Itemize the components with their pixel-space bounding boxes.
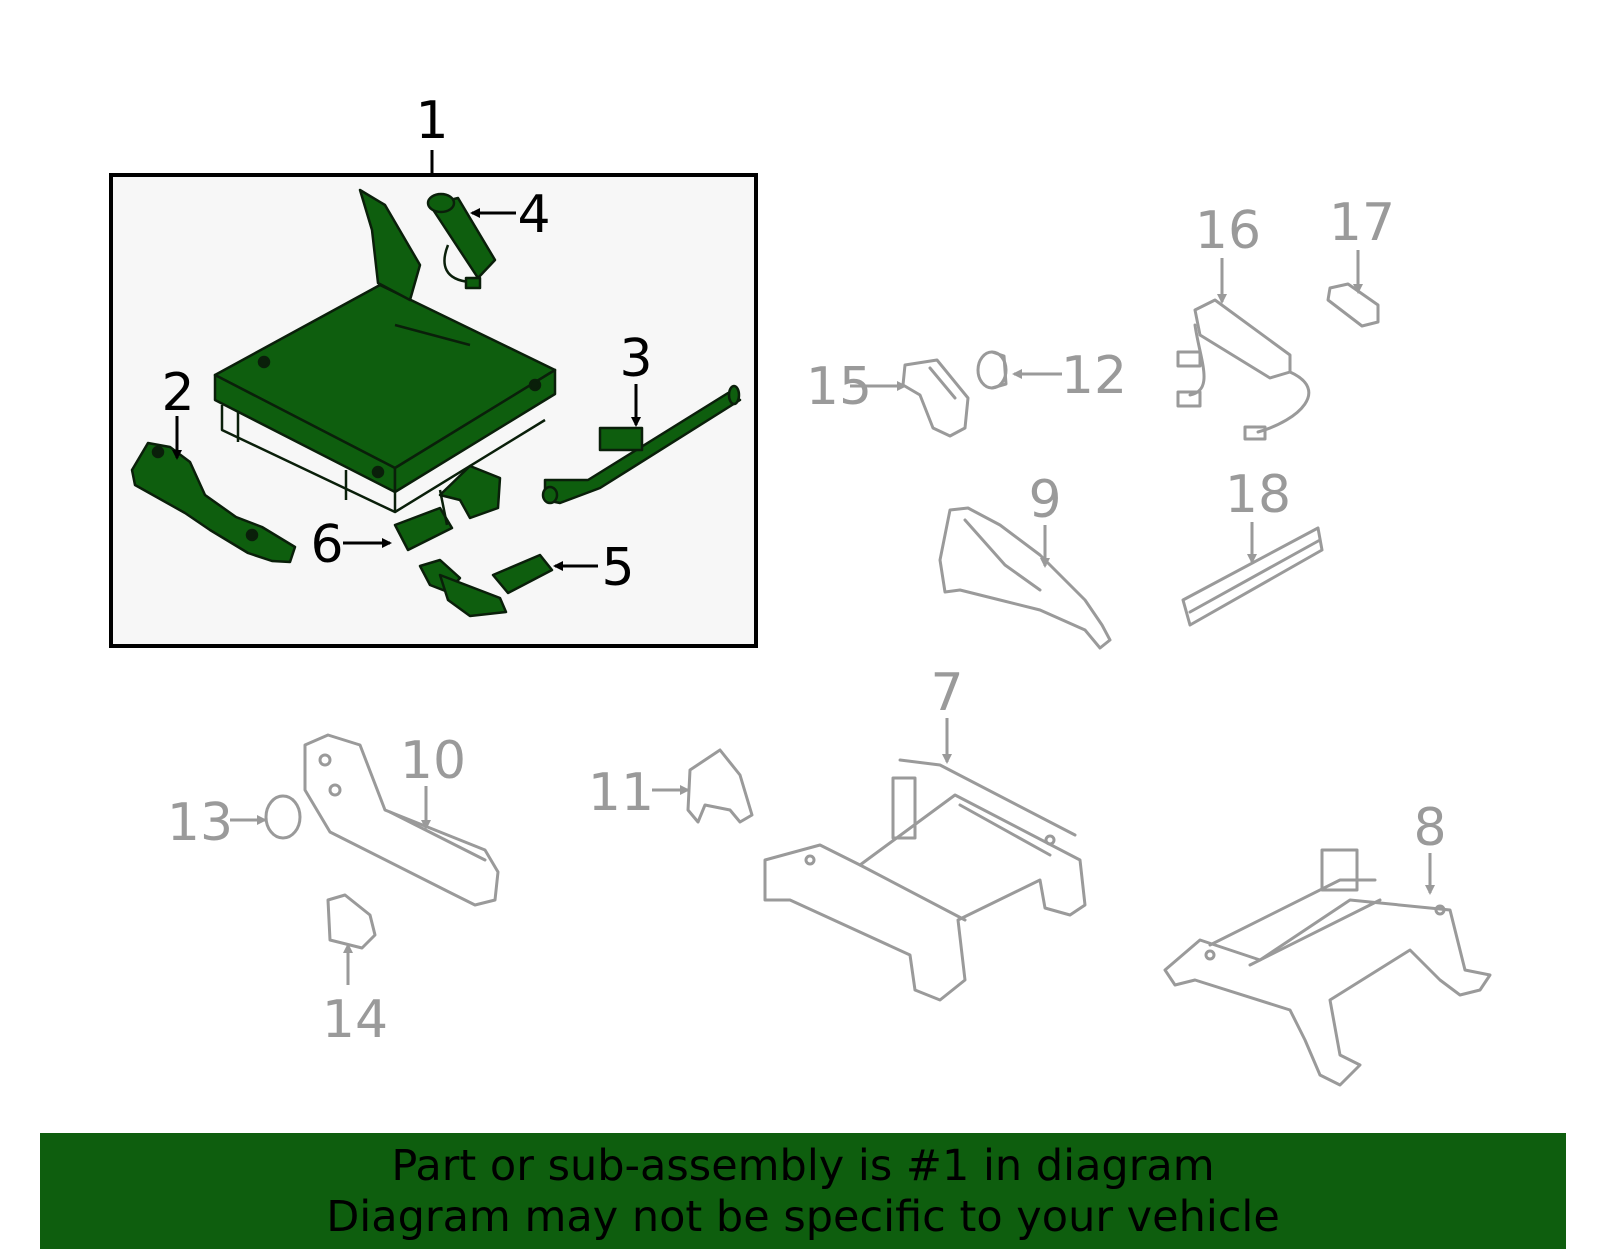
part-15-bracket xyxy=(901,358,970,438)
motor-part-6 xyxy=(393,464,502,552)
callout-7: 7 xyxy=(930,663,963,723)
callout-5: 5 xyxy=(601,538,634,598)
part-17-cover xyxy=(1326,282,1380,328)
callout-17: 17 xyxy=(1329,193,1395,253)
callout-13: 13 xyxy=(167,793,233,853)
footer-banner: Part or sub-assembly is #1 in diagram Di… xyxy=(40,1133,1566,1249)
leader-arrows xyxy=(172,208,1435,985)
shaft-part-3 xyxy=(541,384,742,505)
callout-10: 10 xyxy=(400,731,466,791)
part-12-cap xyxy=(976,350,1008,390)
part-9-shield xyxy=(938,506,1112,650)
callout-3: 3 xyxy=(619,329,652,389)
callout-16: 16 xyxy=(1195,201,1261,261)
part-11-bracket xyxy=(686,748,754,824)
callout-6: 6 xyxy=(310,515,343,575)
part-8-seat-base xyxy=(1163,848,1492,1087)
callout-11: 11 xyxy=(588,763,654,823)
motor-part-4 xyxy=(426,192,497,290)
motor-part-5 xyxy=(418,553,554,618)
callout-2: 2 xyxy=(161,363,194,423)
other-parts xyxy=(264,282,1492,1087)
callout-15: 15 xyxy=(806,357,872,417)
callout-14: 14 xyxy=(322,990,388,1050)
footer-line-2: Diagram may not be specific to your vehi… xyxy=(326,1192,1280,1242)
callout-8: 8 xyxy=(1413,798,1446,858)
part-10-track-cover xyxy=(303,733,500,907)
part-16-switch xyxy=(1176,298,1311,441)
part-13-cap xyxy=(264,794,302,840)
callout-1: 1 xyxy=(415,91,448,151)
seat-track-frame xyxy=(213,188,557,514)
part-14-cover xyxy=(326,893,377,950)
callout-12: 12 xyxy=(1061,346,1127,406)
callout-9: 9 xyxy=(1028,470,1061,530)
callout-4: 4 xyxy=(517,185,550,245)
part-18-trim xyxy=(1181,526,1324,627)
part-7-seat-base xyxy=(763,758,1087,1002)
footer-line-1: Part or sub-assembly is #1 in diagram xyxy=(391,1141,1215,1191)
highlighted-parts xyxy=(130,188,742,618)
callout-18: 18 xyxy=(1225,465,1291,525)
